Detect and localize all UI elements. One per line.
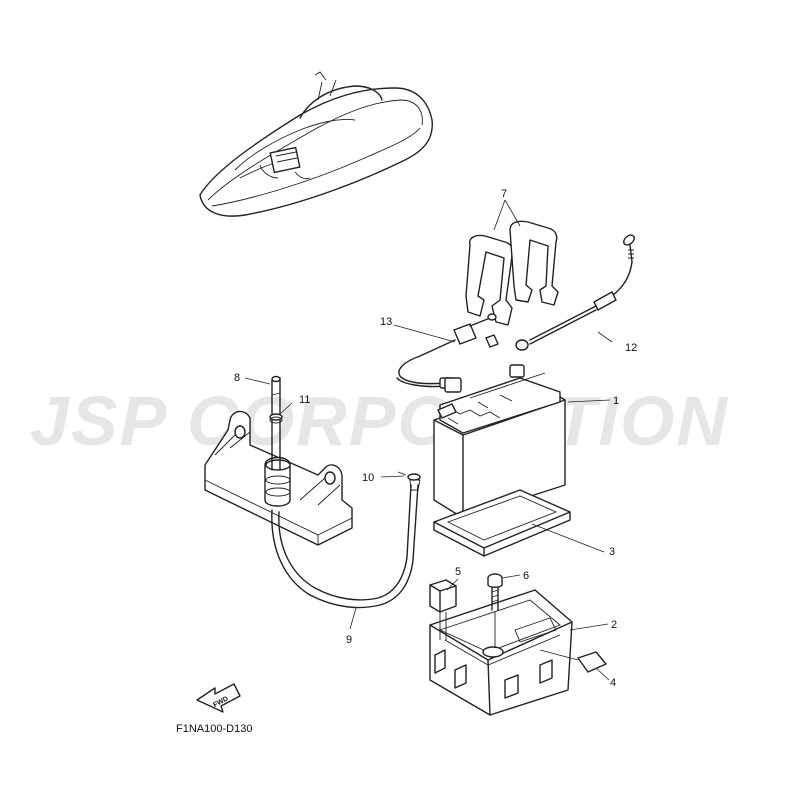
pad: [539, 649, 607, 673]
callout-10: 10: [362, 472, 374, 484]
callout-8: 8: [234, 372, 240, 384]
battery: [433, 364, 566, 519]
fwd-arrow-icon: FWD: [196, 683, 241, 713]
battery-lead-negative: [396, 313, 499, 389]
clip-upper: [397, 471, 421, 481]
callout-11: 11: [299, 394, 310, 406]
callout-13: 13: [380, 316, 392, 328]
battery-box: [429, 589, 573, 716]
battery-band: [465, 220, 559, 326]
clip: [269, 413, 283, 424]
callout-6: 6: [523, 570, 529, 582]
callout-7: 7: [501, 188, 507, 200]
callout-2: 2: [611, 619, 617, 631]
figure-code: F1NA100-D130: [176, 723, 252, 735]
battery-pad: [433, 489, 571, 557]
breather-pipe: [271, 375, 281, 471]
callout-labels: 1 2 3 4 5 6 7 8 9 10 11 12 13: [234, 188, 637, 689]
callout-9: 9: [346, 634, 352, 646]
battery-lead-positive: [515, 234, 635, 351]
callout-4: 4: [610, 677, 616, 689]
watermark-text: JSP CORPORATION: [30, 382, 729, 460]
callout-5: 5: [455, 566, 461, 578]
leader-lines: [244, 199, 613, 681]
callout-12: 12: [625, 342, 637, 354]
watercraft-overview: [199, 71, 433, 217]
callout-1: 1: [613, 395, 619, 407]
callout-3: 3: [609, 546, 615, 558]
